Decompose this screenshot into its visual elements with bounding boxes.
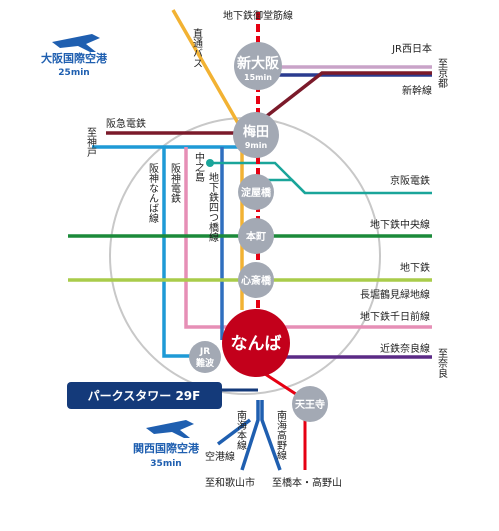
station-shinsaibashi: 心斎橋 <box>238 262 274 298</box>
label-airport-bus: 直通バス <box>191 27 203 68</box>
svg-text:新大阪: 新大阪 <box>237 55 280 72</box>
label-sennichimae: 地下鉄千日前線 <box>360 310 430 323</box>
svg-text:JR: JR <box>199 347 210 357</box>
airport-line <box>216 418 252 446</box>
keihan-line <box>210 161 432 195</box>
label-nankai-main: 南海本線 <box>235 409 247 450</box>
label-kintetsu: 近鉄奈良線 <box>380 342 430 355</box>
itami-airport: 大阪国際空港 25min <box>41 34 108 78</box>
label-shinkansen: 新幹線 <box>402 84 432 97</box>
station-umeda: 梅田 9min <box>233 112 279 158</box>
svg-text:心斎橋: 心斎橋 <box>241 274 272 287</box>
svg-text:梅田: 梅田 <box>243 124 269 140</box>
label-to-wakayama: 至和歌山市 <box>205 476 255 489</box>
label-chuo: 地下鉄中央線 <box>370 218 430 231</box>
nankai-main-line <box>240 400 260 471</box>
label-yotsubashi: 地下鉄四つ橋線 <box>207 171 219 242</box>
svg-text:9min: 9min <box>245 141 268 150</box>
label-hanshin: 阪神電鉄 <box>169 162 181 204</box>
label-to-kyoto: 至京都 <box>436 58 448 89</box>
label-jr-west: JR西日本 <box>391 42 432 55</box>
hankyu-line <box>106 71 432 135</box>
label-nankai-koya: 南海高野線 <box>275 409 287 460</box>
label-nagahori-2: 長堀鶴見緑地線 <box>360 288 430 301</box>
station-tennoji: 天王寺 <box>292 386 328 422</box>
label-midosuji: 地下鉄御堂筋線 <box>223 9 293 22</box>
svg-text:25min: 25min <box>58 68 89 78</box>
label-nagahori-1: 地下鉄 <box>400 261 430 274</box>
label-to-kobe: 至神戸 <box>85 127 97 158</box>
label-nakanoshima: 中之島 <box>193 151 205 183</box>
station-yodoyabashi: 淀屋橋 <box>238 174 274 210</box>
svg-text:15min: 15min <box>244 73 272 82</box>
nakanoshima-dot <box>206 159 214 167</box>
station-shin-osaka: 新大阪 15min <box>234 42 282 90</box>
svg-text:なんば: なんば <box>231 334 282 354</box>
airplane-icon <box>146 420 194 438</box>
svg-text:淀屋橋: 淀屋橋 <box>241 186 272 199</box>
svg-text:天王寺: 天王寺 <box>295 398 325 411</box>
svg-text:パークスタワー 29F: パークスタワー 29F <box>88 389 201 403</box>
label-hanshin-namba: 阪神なんば線 <box>147 162 159 223</box>
kansai-airport: 関西国際空港 35min <box>133 420 200 469</box>
label-airport-line: 空港線 <box>205 450 235 463</box>
sennichimae-line <box>184 147 432 329</box>
label-to-nara: 至奈良 <box>436 348 448 379</box>
park-tower-badge: パークスタワー 29F <box>67 382 258 409</box>
label-keihan: 京阪電鉄 <box>390 174 430 187</box>
nankai-koya-line <box>260 400 282 471</box>
svg-text:本町: 本町 <box>246 230 266 243</box>
station-namba: なんば <box>222 309 290 377</box>
svg-text:35min: 35min <box>150 459 181 469</box>
label-hankyu: 阪急電鉄 <box>106 117 146 130</box>
hanshin-namba-line <box>162 147 198 358</box>
svg-text:関西国際空港: 関西国際空港 <box>133 441 200 455</box>
airplane-icon <box>52 34 100 52</box>
station-honmachi: 本町 <box>238 218 274 254</box>
svg-text:大阪国際空港: 大阪国際空港 <box>41 51 108 65</box>
svg-text:難波: 難波 <box>196 357 215 369</box>
label-to-hashimoto: 至橋本・高野山 <box>272 476 342 489</box>
station-jr-namba: JR 難波 <box>189 341 221 373</box>
